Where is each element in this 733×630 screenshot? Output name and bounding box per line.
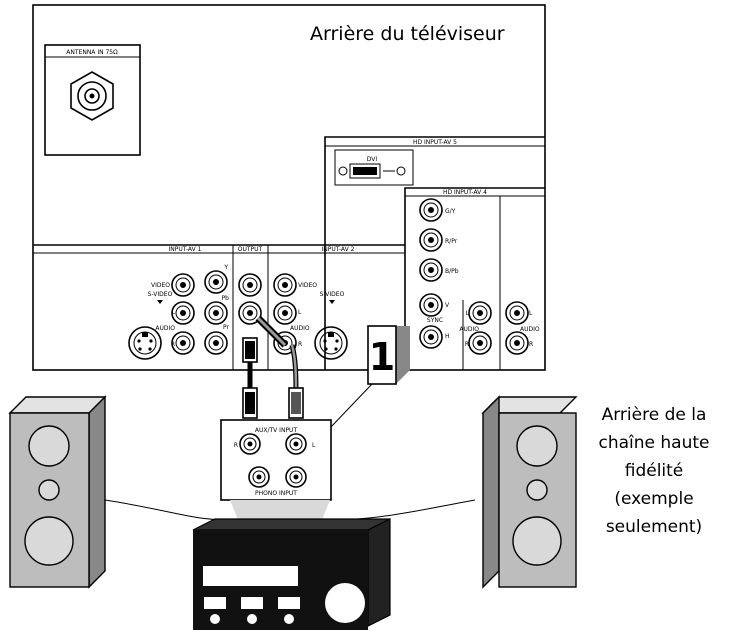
av4-l-label: L	[466, 310, 470, 317]
tv-back-title: Arrière du téléviseur	[310, 23, 505, 45]
pb-label: Pb	[222, 295, 230, 302]
av5-l-label: L	[529, 310, 533, 317]
phono-l-jack	[285, 466, 307, 488]
step-number: 1	[369, 335, 395, 379]
phono-r-jack	[248, 466, 270, 488]
av1-r-jack	[171, 331, 195, 355]
hd-input-av5-label: HD INPUT-AV 5	[413, 139, 457, 146]
aux-l-label: L	[312, 442, 316, 449]
aux-l-jack	[285, 433, 307, 455]
av4-r-jack	[468, 331, 492, 355]
rca-jacks	[171, 198, 529, 355]
caption-line-4: (exemple	[614, 489, 693, 509]
v-label: V	[445, 302, 450, 309]
av1-s-video-label: S-VIDEO	[148, 291, 173, 298]
y-jack	[204, 270, 228, 294]
pb-jack	[204, 301, 228, 325]
pr-label: Pr	[223, 324, 230, 331]
sync-label: SYNC	[427, 317, 443, 324]
antenna-panel	[44, 44, 141, 156]
av4-r-label: R	[465, 341, 469, 348]
output-l-jack	[238, 273, 262, 297]
s-video-jack-av1	[128, 326, 162, 360]
aux-r-label: R	[234, 442, 238, 449]
av5-r-label: R	[529, 341, 533, 348]
stereo-caption: Arrière de la chaîne haute fidélité (exe…	[599, 405, 710, 537]
av5-r-jack	[505, 331, 529, 355]
output-label: OUTPUT	[238, 246, 263, 253]
av5-audio-label: AUDIO	[520, 326, 540, 333]
av1-audio-label: AUDIO	[155, 325, 175, 332]
antenna-label: ANTENNA IN 75Ω	[66, 49, 118, 56]
av2-l-jack	[273, 301, 297, 325]
caption-line-5: seulement)	[606, 517, 702, 537]
aux-input-label: AUX/TV INPUT	[255, 427, 298, 434]
input-av1-label: INPUT-AV 1	[169, 246, 202, 253]
dvi-connector-icon	[338, 163, 406, 179]
caption-line-3: fidélité	[625, 461, 684, 481]
rpr-label: R/Pr	[445, 238, 458, 245]
antenna-jack-icon	[70, 71, 114, 121]
gy-label: G/Y	[445, 208, 456, 215]
av2-video-label: VIDEO	[298, 282, 317, 289]
bpb-jack	[419, 258, 443, 282]
caption-line-1: Arrière de la	[602, 405, 707, 425]
av1-l-jack	[171, 301, 195, 325]
h-jack	[419, 325, 443, 349]
y-label: Y	[223, 264, 228, 271]
bpb-label: B/Pb	[445, 268, 459, 275]
av2-r-label: R	[298, 341, 302, 348]
av2-l-label: L	[298, 309, 302, 316]
input-av2-label: INPUT-AV 2	[322, 246, 355, 253]
left-speaker-icon	[8, 395, 107, 589]
dvi-label: DVI	[367, 156, 378, 163]
pr-jack	[204, 331, 228, 355]
step-number-callout: 1	[329, 325, 410, 429]
hd-input-av4-label: HD INPUT-AV 4	[443, 189, 487, 196]
audio-cables	[242, 315, 304, 419]
stereo-input-panel: AUX/TV INPUT R L PHONO INPUT	[220, 419, 332, 501]
av1-video-jack	[171, 273, 195, 297]
rpr-jack	[419, 228, 443, 252]
av5-l-jack	[505, 301, 529, 325]
gy-jack	[419, 198, 443, 222]
av1-l-label: L	[172, 309, 176, 316]
jack-labels: VIDEO S-VIDEO L AUDIO R Y Pb Pr VIDEO S-…	[148, 208, 540, 348]
av1-video-label: VIDEO	[151, 282, 170, 289]
h-label: H	[445, 333, 450, 340]
av4-l-jack	[468, 301, 492, 325]
v-jack	[419, 293, 443, 317]
right-speaker-icon	[481, 395, 578, 589]
av2-audio-label: AUDIO	[290, 325, 310, 332]
av2-s-video-arrow-icon	[329, 300, 335, 304]
av1-r-label: R	[171, 341, 175, 348]
output-r-jack	[238, 301, 262, 325]
tv-back-panel: Arrière du téléviseur ANTENNA IN 75Ω HD …	[32, 4, 546, 371]
stereo-receiver-icon	[192, 518, 391, 630]
caption-line-2: chaîne haute	[599, 433, 710, 453]
phono-input-label: PHONO INPUT	[255, 490, 297, 497]
av4-audio-label: AUDIO	[459, 326, 479, 333]
aux-r-jack	[239, 433, 261, 455]
av2-video-jack	[273, 273, 297, 297]
av2-s-video-label: S-VIDEO	[320, 291, 345, 298]
s-video-jack-av2	[314, 326, 348, 360]
av1-s-video-arrow-icon	[157, 300, 163, 304]
